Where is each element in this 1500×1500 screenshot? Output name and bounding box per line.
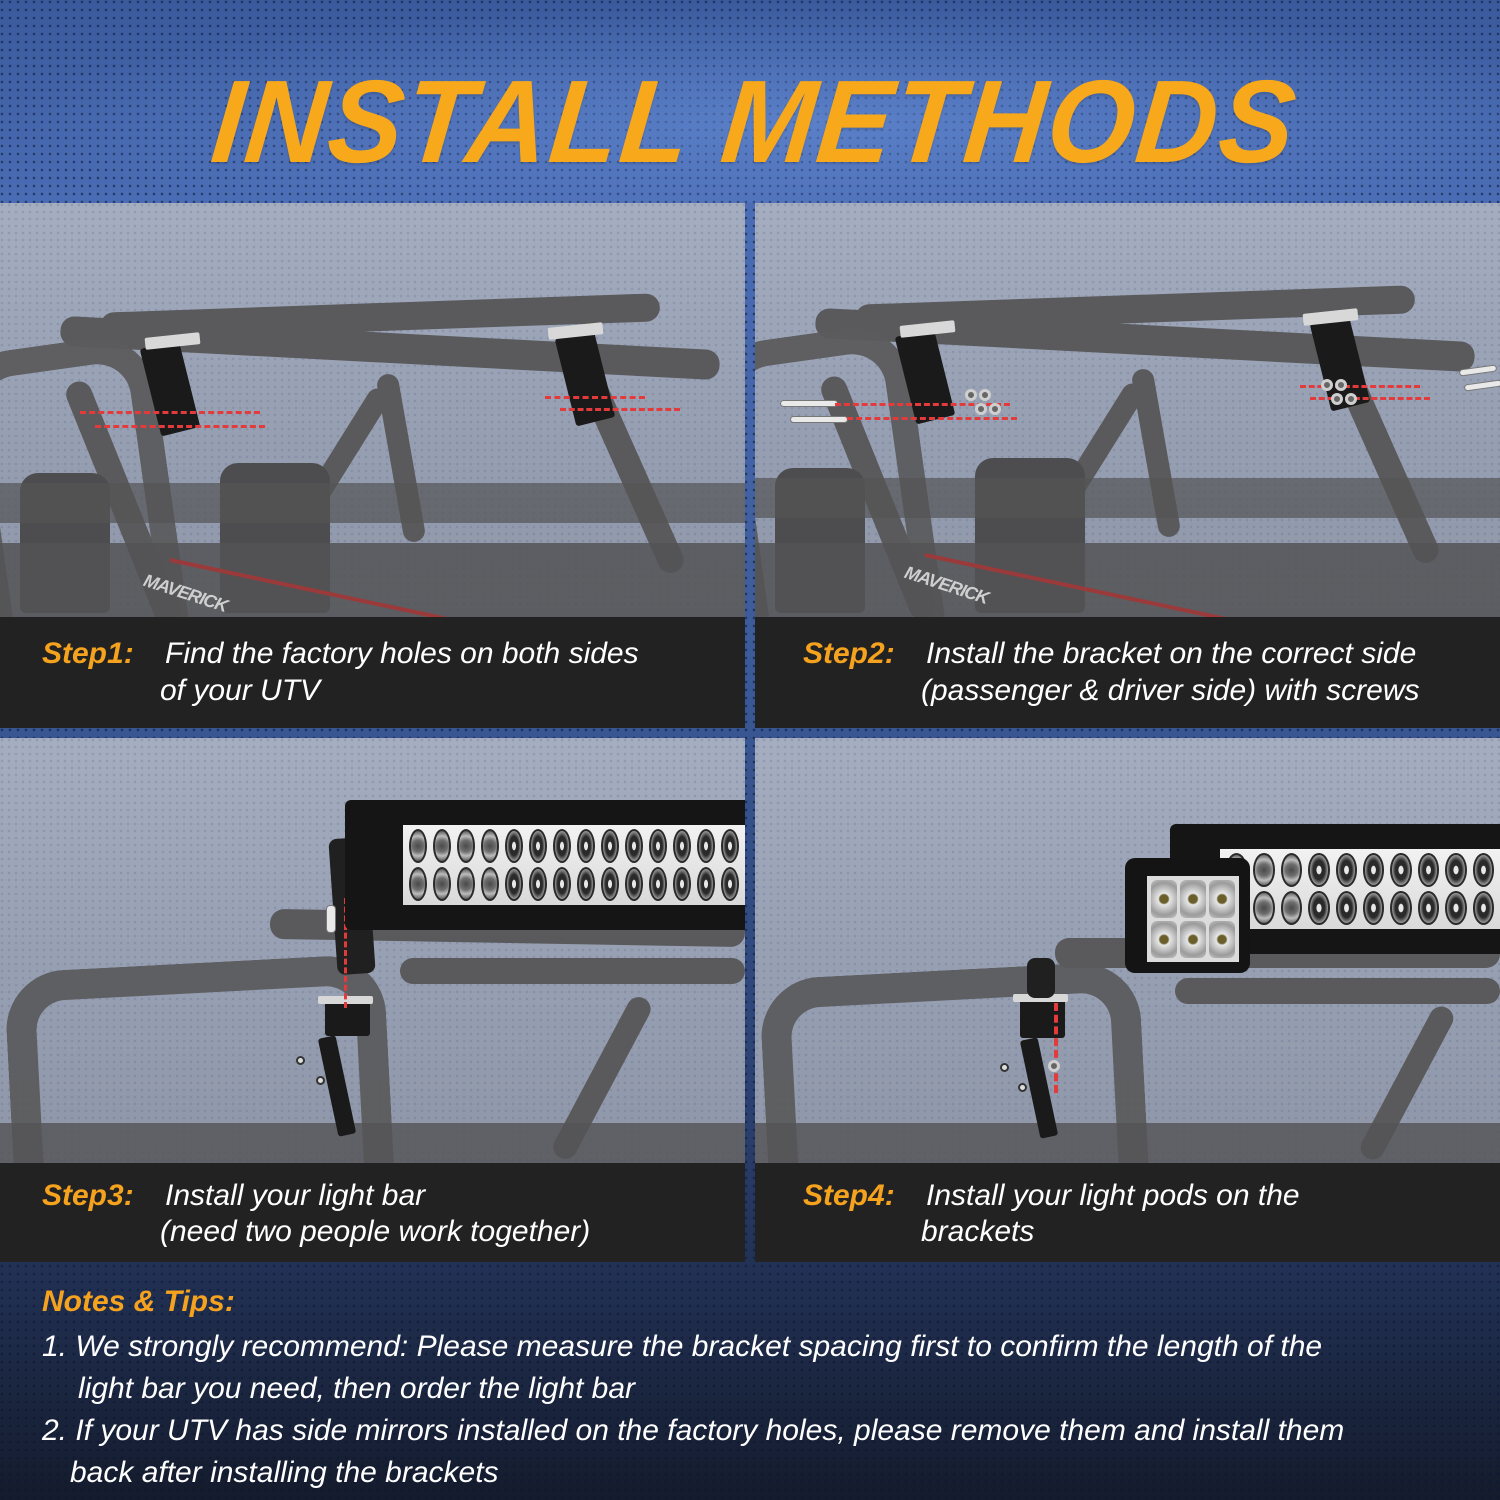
bolt-icon [327,906,335,932]
bolt-icon [1464,380,1500,391]
step-3-text-line1: Install your light bar [165,1179,426,1212]
step-3-panel: Step3: Install your light bar (need two … [0,738,745,1262]
page-title: INSTALL METHODS [206,55,1304,188]
bracket [325,1000,370,1036]
step-4-image [755,738,1500,1240]
step-1-text-line1: Find the factory holes on both sides [165,637,639,670]
step-4-panel: Step4: Install your light pods on the br… [755,738,1500,1262]
step-3-caption: Step3: Install your light bar (need two … [0,1163,745,1262]
step-4-text-line2: brackets [921,1215,1035,1248]
header-banner: INSTALL METHODS [0,0,1500,203]
step-1-panel: MAVERICK Step1: Find the factory holes o… [0,203,745,728]
step-1-caption: Step1: Find the factory holes on both si… [0,617,745,728]
nut-icon [979,389,991,401]
step-2-panel: MAVERICK Step2: Install the bracket on t… [755,203,1500,728]
step-2-text-line2: (passenger & driver side) with screws [921,674,1420,707]
step-2-caption: Step2: Install the bracket on the correc… [755,617,1500,728]
bolt-icon [791,417,847,422]
nut-icon [1048,1060,1060,1072]
notes-section: Notes & Tips: 1. We strongly recommend: … [0,1275,1500,1500]
note-2-line1: 2. If your UTV has side mirrors installe… [42,1414,1345,1447]
nut-icon [1321,379,1333,391]
step-3-image [0,738,745,1233]
step-2-label: Step2: [803,637,895,670]
step-4-text-line1: Install your light pods on the [926,1179,1300,1212]
nut-icon [975,403,987,415]
nut-icon [1335,379,1347,391]
light-bar [345,800,745,930]
light-pod [1125,858,1250,973]
light-bar [1170,824,1500,954]
note-1-line1: 1. We strongly recommend: Please measure… [42,1330,1323,1363]
step-4-label: Step4: [803,1179,895,1212]
note-1-line2: light bar you need, then order the light… [78,1372,636,1405]
step-4-caption: Step4: Install your light pods on the br… [755,1163,1500,1262]
step-1-image: MAVERICK [0,203,745,656]
step-2-text-line1: Install the bracket on the correct side [926,637,1417,670]
nut-icon [989,403,1001,415]
bracket [1020,998,1065,1038]
step-3-label: Step3: [42,1179,134,1212]
step-3-text-line2: (need two people work together) [160,1215,591,1248]
bolt-icon [781,401,837,406]
note-2-line2: back after installing the brackets [70,1456,499,1489]
notes-heading: Notes & Tips: [42,1285,235,1318]
nut-icon [1345,393,1357,405]
hole-guide-line [80,411,260,414]
step-1-text-line2: of your UTV [160,674,321,707]
step-1-label: Step1: [42,637,134,670]
nut-icon [965,389,977,401]
step-2-image: MAVERICK [755,203,1500,646]
nut-icon [1331,393,1343,405]
